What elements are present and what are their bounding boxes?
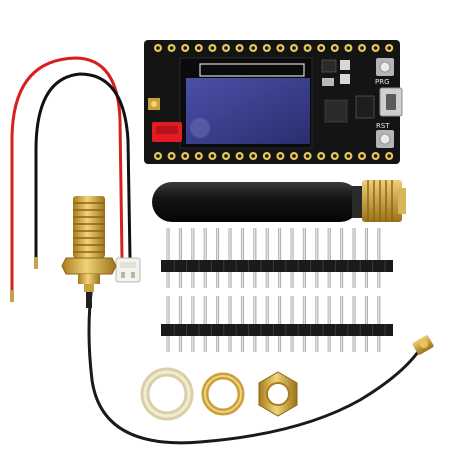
black-wire xyxy=(34,72,132,266)
washer-nut-set xyxy=(140,367,298,421)
rubber-duck-antenna xyxy=(152,180,406,222)
battery-wire-pair xyxy=(10,56,141,302)
header-pin xyxy=(290,228,294,288)
header-pin xyxy=(240,228,244,288)
header-pin xyxy=(228,228,232,288)
sma-pigtail xyxy=(61,196,434,445)
header-pin xyxy=(377,228,381,288)
header-pin xyxy=(178,228,182,288)
header-pin xyxy=(265,228,269,288)
ufl-connector xyxy=(412,335,434,355)
header-pin xyxy=(253,228,257,288)
prg-label: PRG xyxy=(375,78,390,86)
header-pin xyxy=(352,228,356,288)
antenna-body xyxy=(152,182,360,222)
gold-washer-icon xyxy=(201,372,245,416)
header-holes-bottom xyxy=(154,152,394,160)
pin-header-top xyxy=(161,228,393,288)
header-pin xyxy=(191,228,195,288)
header-pin xyxy=(216,228,220,288)
red-wire-tip xyxy=(10,290,14,302)
header-pin xyxy=(364,228,368,288)
header-bar xyxy=(161,324,393,336)
header-pin xyxy=(166,228,170,288)
rst-button[interactable] xyxy=(376,130,394,148)
hex-nut-icon xyxy=(258,371,298,417)
sma-icon xyxy=(61,196,117,308)
oled-ribbon-outline xyxy=(199,63,305,77)
header-holes-top xyxy=(154,44,394,52)
prg-button[interactable] xyxy=(376,58,394,76)
header-pin xyxy=(278,228,282,288)
pin-header-bottom xyxy=(161,296,393,352)
micro-usb-port[interactable] xyxy=(379,87,403,117)
header-pin xyxy=(340,228,344,288)
lora-oled-board: PRG RST xyxy=(144,40,403,164)
jst-connector xyxy=(115,257,141,283)
silver-washer-icon xyxy=(140,367,194,421)
header-bar xyxy=(161,260,393,272)
coax-cable xyxy=(87,284,420,445)
header-pin xyxy=(203,228,207,288)
header-pin xyxy=(302,228,306,288)
rst-label: RST xyxy=(376,122,390,130)
black-wire-tip xyxy=(34,257,38,269)
header-pin xyxy=(315,228,319,288)
header-pin xyxy=(327,228,331,288)
